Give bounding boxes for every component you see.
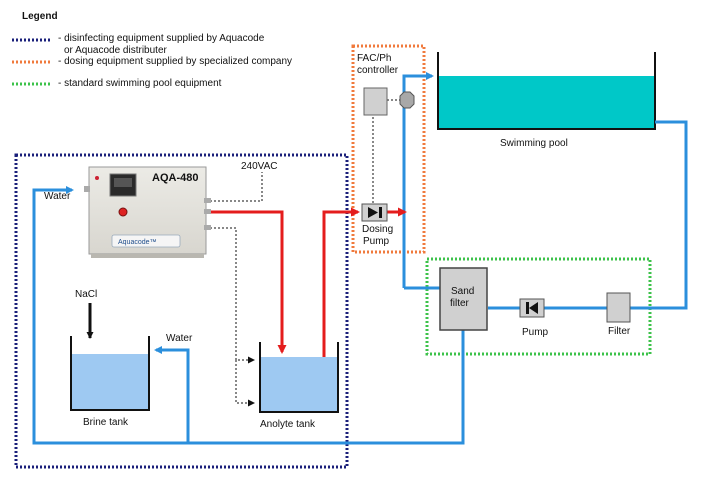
sand-filter-label-line2: filter — [450, 298, 469, 309]
legend-aquacode-line1: - disinfecting equipment supplied by Aqu… — [58, 33, 265, 44]
pool-outlet-pipe — [630, 120, 688, 310]
level-signal-line-lower — [235, 360, 255, 407]
brine-water-pipe — [154, 346, 190, 443]
anolyte-tank — [259, 342, 339, 413]
legend-title: Legend — [22, 11, 58, 22]
nacl-label: NaCl — [75, 289, 98, 300]
unit-red-switch — [118, 207, 128, 217]
dosing-pump-icon — [368, 207, 382, 218]
sand-filter-label-line1: Sand — [451, 286, 475, 297]
legend-aquacode-line2: or Aquacode distributer — [64, 45, 167, 56]
sand-filter — [439, 267, 488, 331]
unit-base — [91, 254, 204, 258]
unit-brand-plate — [111, 234, 181, 248]
dosing-pump-label-line1: Dosing — [362, 224, 394, 235]
power-line — [210, 172, 263, 202]
controller-label-line2: controller — [357, 65, 399, 76]
anolyte-tank-label: Anolyte tank — [260, 419, 316, 430]
aquacode-equipment-boundary — [14, 153, 349, 469]
unit-fitting-left — [84, 186, 90, 192]
unit-fitting-top — [204, 198, 211, 203]
probe-sensor-icon — [399, 91, 415, 109]
pump-label: Pump — [522, 327, 549, 338]
unit-to-anolyte-pipe — [210, 210, 287, 354]
water-inlet-label: Water — [44, 191, 71, 202]
unit-display-screen — [114, 178, 132, 187]
power-label: 240VAC — [241, 161, 278, 172]
brine-tank-label: Brine tank — [83, 417, 129, 428]
brine-water-label: Water — [166, 333, 193, 344]
main-water-loop-pipe — [32, 186, 188, 445]
fac-ph-controller — [363, 87, 388, 116]
anolyte-to-dosing-pipe — [322, 207, 360, 357]
controller-label-line1: FAC/Ph — [357, 53, 392, 64]
unit-fitting-low — [204, 225, 211, 230]
swimming-pool-label: Swimming pool — [500, 138, 568, 149]
filter-label: Filter — [608, 326, 631, 337]
dosing-equipment-boundary — [351, 44, 426, 254]
legend-pool-equipment-label: - standard swimming pool equipment — [58, 78, 222, 89]
swimming-pool — [437, 52, 656, 130]
unit-indicator-light — [95, 176, 99, 180]
sand-filter-return-pipe — [188, 330, 465, 445]
brine-tank-water — [71, 354, 149, 410]
unit-model-label: AQA-480 — [152, 172, 199, 184]
pool-equipment-boundary — [425, 257, 652, 356]
pool-filter — [606, 292, 631, 323]
legend-dosing-label: - dosing equipment supplied by specializ… — [58, 56, 293, 67]
brine-tank — [70, 336, 150, 411]
anolyte-tank-water — [260, 357, 338, 412]
unit-fitting-mid — [204, 209, 211, 214]
pool-return-pipe — [402, 72, 434, 288]
dosing-pump-label-line2: Pump — [363, 236, 390, 247]
circulation-pump-icon — [526, 302, 538, 314]
unit-brand-label: Aquacode™ — [118, 239, 157, 246]
level-signal-line-upper — [210, 227, 255, 364]
pool-water — [438, 76, 655, 129]
